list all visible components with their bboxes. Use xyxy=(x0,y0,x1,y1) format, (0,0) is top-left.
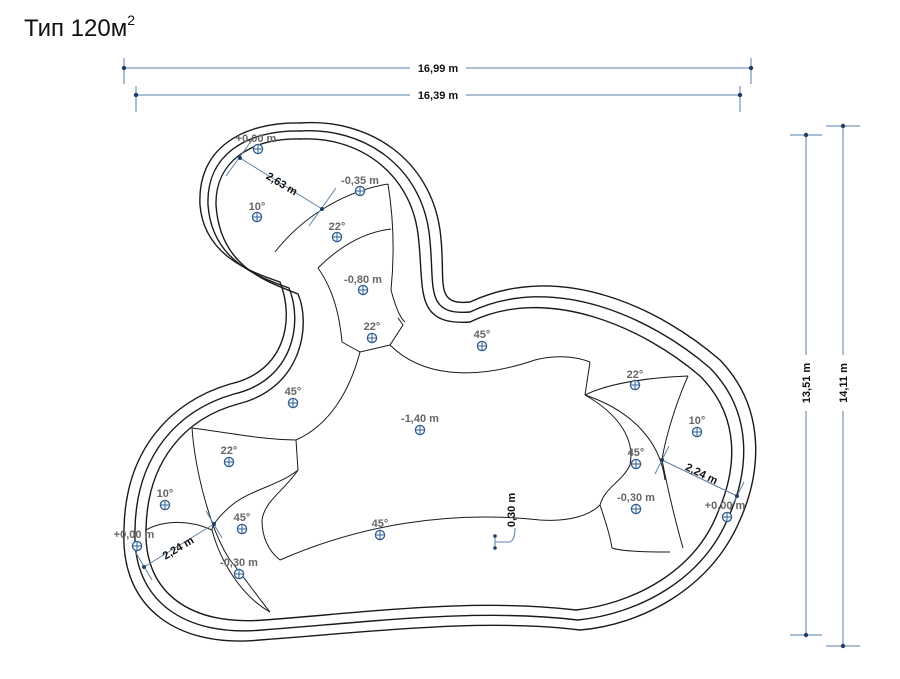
marker-left-c: 45° xyxy=(234,512,251,535)
marker-top-step2: -0,80 m xyxy=(344,274,382,296)
plan-title-superscript: 2 xyxy=(127,12,136,28)
slope-left-wall: 45° xyxy=(285,386,302,398)
marker-top-entry: +0,00 m xyxy=(236,133,277,155)
height-outer-label: 14,11 m xyxy=(838,363,850,403)
dimension-wall: 0,30 m xyxy=(493,493,518,550)
wall-thickness-label: 0,30 m xyxy=(506,493,518,527)
slope-right-c: 45° xyxy=(628,447,645,459)
slope-bottom: 45° xyxy=(372,518,389,530)
level-right-entry: +0,00 m xyxy=(705,500,746,512)
marker-top-c: 22° xyxy=(364,321,381,344)
slope-left-b: 10° xyxy=(157,488,174,500)
marker-left-step: -0,30 m xyxy=(220,557,258,580)
level-left-entry: +0,00 m xyxy=(114,529,155,541)
dimension-height-outer: 14,11 m xyxy=(826,123,860,649)
plan-title: Тип 120м2 xyxy=(24,12,136,43)
marker-right-a: 22° xyxy=(627,369,644,391)
slope-right-a: 22° xyxy=(627,369,644,381)
step-right-label: 2,24 m xyxy=(683,461,719,487)
dimension-radius-top: 2,63 m xyxy=(225,139,337,227)
marker-left-wall: 45° xyxy=(285,386,302,409)
marker-left-entry: +0,00 m xyxy=(114,529,155,552)
marker-left-a: 22° xyxy=(221,445,238,468)
marker-top-b: 22° xyxy=(329,221,346,243)
marker-top-step1: -0,35 m xyxy=(341,175,379,197)
marker-right-c: 45° xyxy=(628,447,645,470)
marker-right-b: 10° xyxy=(689,415,706,438)
slope-left-a: 22° xyxy=(221,445,238,457)
width-inner-label: 16,39 m xyxy=(418,90,459,102)
dimension-width-outer: 16,99 m xyxy=(121,58,754,84)
marker-center-top: 45° xyxy=(474,329,491,352)
dimension-step-left: 2,24 m xyxy=(135,510,223,581)
marker-right-step: -0,30 m xyxy=(617,492,655,515)
level-right-step: -0,30 m xyxy=(617,492,655,504)
slope-center-top: 45° xyxy=(474,329,491,341)
dimension-width-inner: 16,39 m xyxy=(133,86,743,112)
marker-right-entry: +0,00 m xyxy=(705,500,746,523)
level-floor: -1,40 m xyxy=(401,413,439,425)
plan-title-text: Тип 120м xyxy=(24,15,128,42)
step-lines xyxy=(145,183,689,613)
pool-water-edge xyxy=(145,138,733,622)
slope-top-c: 22° xyxy=(364,321,381,333)
slope-left-c: 45° xyxy=(234,512,251,524)
marker-left-b: 10° xyxy=(157,488,174,511)
level-top-entry: +0,00 m xyxy=(236,133,277,145)
radius-top-label: 2,63 m xyxy=(264,170,300,198)
level-top-step2: -0,80 m xyxy=(344,274,382,286)
marker-bottom: 45° xyxy=(372,518,389,541)
slope-top-b: 22° xyxy=(329,221,346,233)
level-left-step: -0,30 m xyxy=(220,557,258,569)
pool-outer-edge xyxy=(123,121,757,642)
level-top-step1: -0,35 m xyxy=(341,175,379,187)
step-left-label: 2,24 m xyxy=(161,534,197,562)
marker-floor: -1,40 m xyxy=(401,413,439,436)
marker-top-a: 10° xyxy=(249,201,266,223)
slope-right-b: 10° xyxy=(689,415,706,427)
slope-top-a: 10° xyxy=(249,201,266,213)
dimension-height-inner: 13,51 m xyxy=(790,132,822,638)
height-inner-label: 13,51 m xyxy=(801,363,813,404)
width-outer-label: 16,99 m xyxy=(418,63,459,75)
pool-coping-edge xyxy=(134,130,745,632)
